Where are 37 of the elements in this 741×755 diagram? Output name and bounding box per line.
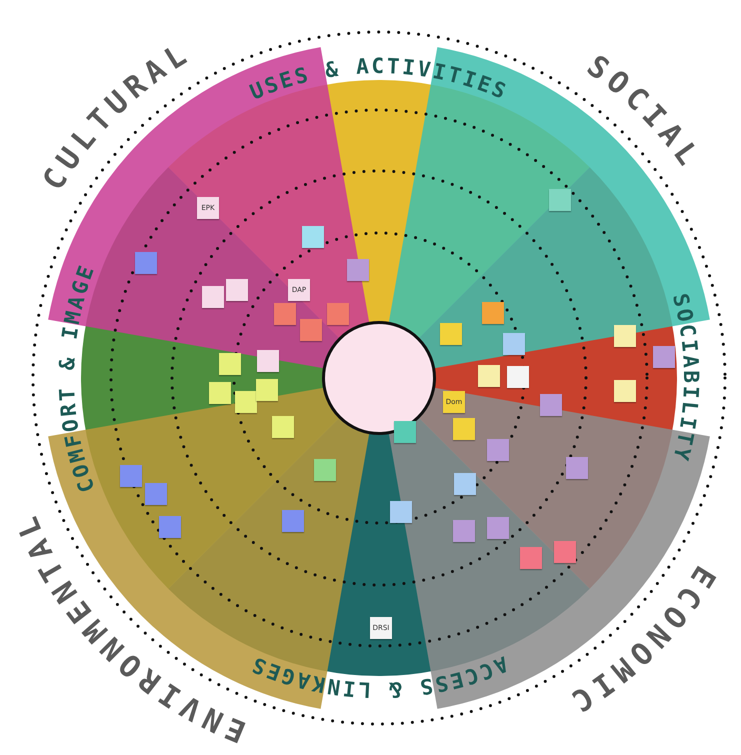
sticky-note: [314, 459, 336, 481]
sticky-note: [202, 286, 224, 308]
sticky-note: [554, 541, 576, 563]
sticky-note: [226, 279, 248, 301]
sticky-note: [347, 259, 369, 281]
sticky-note: [520, 547, 542, 569]
sticky-note: [135, 252, 157, 274]
sticky-note: [453, 520, 475, 542]
sticky-note: [256, 379, 278, 401]
sticky-note: [540, 394, 562, 416]
sticky-note: [327, 303, 349, 325]
sticky-note: [272, 416, 294, 438]
sticky-note: [454, 473, 476, 495]
sticky-note: [390, 501, 412, 523]
sticky-note: [487, 439, 509, 461]
sticky-note: [507, 366, 529, 388]
sticky-note: [282, 510, 304, 532]
sticky-note: [503, 333, 525, 355]
sticky-note: [257, 350, 279, 372]
sticky-note: [549, 189, 571, 211]
sticky-note: [274, 303, 296, 325]
sticky-note: [478, 365, 500, 387]
sticky-note: [614, 325, 636, 347]
sticky-note: [566, 457, 588, 479]
sticky-note: [219, 353, 241, 375]
sticky-note: [482, 302, 504, 324]
sticky-note: [440, 323, 462, 345]
sticky-note: [302, 226, 324, 248]
sticky-note: [235, 391, 257, 413]
sticky-note: [120, 465, 142, 487]
sticky-note: [614, 380, 636, 402]
sticky-note: [209, 382, 231, 404]
sticky-note: [453, 418, 475, 440]
sticky-note: [487, 517, 509, 539]
sticky-note: [145, 483, 167, 505]
sticky-note: [394, 421, 416, 443]
sticky-note: [300, 319, 322, 341]
